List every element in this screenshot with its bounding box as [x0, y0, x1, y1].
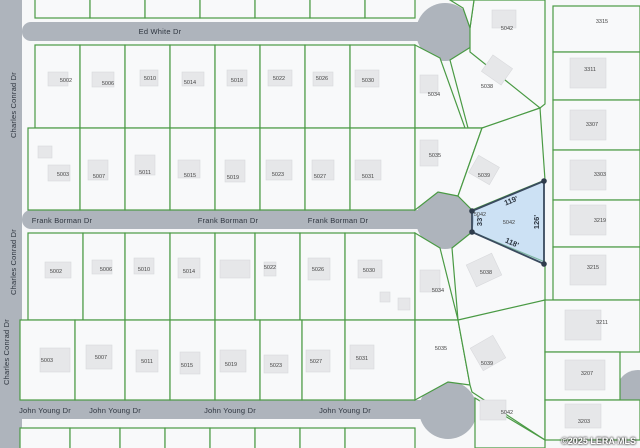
lot-number: 5034 — [432, 288, 444, 294]
lot-number: 5030 — [363, 268, 375, 274]
subject-lot-number: 5042 — [503, 220, 515, 226]
lot-row-0 — [34, 0, 416, 19]
lot-number: 3215 — [587, 265, 599, 271]
street-label-john-young-1: John Young Dr — [19, 406, 71, 415]
lot-number: 5018 — [231, 78, 243, 84]
street-label-charles-conrad-2: Charles Conrad Dr — [9, 229, 18, 295]
lot-numbers: 5002 5006 5010 5014 5018 5022 5026 5030 … — [41, 19, 608, 425]
lot-number: 5023 — [272, 172, 284, 178]
lot-number: 5015 — [184, 173, 196, 179]
lot-number: 5007 — [95, 355, 107, 361]
street-label-john-young-4: John Young Dr — [319, 406, 371, 415]
lot-number: 5042 — [501, 410, 513, 416]
dim-west: 33' — [475, 216, 484, 226]
mls-watermark: ©2025 LERA MLS — [561, 436, 636, 446]
lot-number: 5014 — [183, 269, 195, 275]
lot-row-2 — [27, 127, 416, 211]
lot-number: 5006 — [102, 81, 114, 87]
parcel-vertex-nw[interactable] — [469, 208, 475, 214]
lot-number: 5038 — [480, 270, 492, 276]
lot-row-4 — [19, 319, 416, 401]
lot-number: 3307 — [586, 122, 598, 128]
parcel-vertex-ne[interactable] — [541, 178, 547, 184]
street-label-frank-borman-3: Frank Borman Dr — [308, 216, 369, 225]
lot-number: 5027 — [310, 359, 322, 365]
cul-de-sac-north — [416, 3, 474, 61]
frank-borman-road — [22, 210, 452, 229]
street-label-john-young-2: John Young Dr — [89, 406, 141, 415]
lot-number: 5042 — [474, 212, 486, 218]
lot-number: 5038 — [481, 84, 493, 90]
lot-number: 5002 — [60, 78, 72, 84]
lot-number: 5003 — [41, 358, 53, 364]
lot-number: 3219 — [594, 218, 606, 224]
lot-number: 5006 — [100, 267, 112, 273]
lot-row-3 — [27, 232, 416, 321]
lot-number: 3207 — [581, 371, 593, 377]
lot-number: 5035 — [435, 346, 447, 352]
east-column-lots — [544, 5, 640, 441]
john-young-road — [0, 400, 452, 419]
lot-number: 5010 — [144, 76, 156, 82]
lot-number: 5035 — [429, 153, 441, 159]
street-label-ed-white: Ed White Dr — [139, 27, 182, 36]
lot-number: 3203 — [578, 419, 590, 425]
lot-number: 5022 — [273, 76, 285, 82]
lot-number: 5019 — [227, 175, 239, 181]
lot-number: 5022 — [264, 265, 276, 271]
lot-number: 5042 — [501, 26, 513, 32]
street-label-john-young-3: John Young Dr — [204, 406, 256, 415]
lot-number: 5019 — [225, 362, 237, 368]
street-label-charles-conrad-3: Charles Conrad Dr — [2, 319, 11, 385]
street-labels: Ed White Dr Frank Borman Dr Frank Borman… — [2, 27, 371, 415]
lot-number: 5039 — [481, 361, 493, 367]
lot-row-1 — [34, 44, 416, 129]
lot-number: 5026 — [316, 76, 328, 82]
lot-number: 5003 — [57, 172, 69, 178]
lot-number: 5002 — [50, 269, 62, 275]
street-label-frank-borman-2: Frank Borman Dr — [198, 216, 259, 225]
lot-number: 5030 — [362, 78, 374, 84]
lot-number: 5034 — [428, 92, 440, 98]
street-label-charles-conrad-1: Charles Conrad Dr — [9, 72, 18, 138]
parcel-vertex-se[interactable] — [541, 261, 547, 267]
parcel-vertex-sw[interactable] — [469, 229, 475, 235]
lot-number: 5010 — [138, 267, 150, 273]
ed-white-road — [22, 22, 452, 41]
lot-number: 5039 — [478, 173, 490, 179]
cul-de-sac-mid-north-lots — [414, 107, 546, 212]
lot-number: 5014 — [184, 80, 196, 86]
lot-number: 3315 — [596, 19, 608, 25]
lot-number: 5011 — [141, 359, 153, 365]
cul-de-sac-middle — [416, 191, 474, 249]
lot-number: 3303 — [594, 172, 606, 178]
lot-number: 3311 — [584, 67, 596, 73]
lot-number: 5026 — [312, 267, 324, 273]
lot-number: 5031 — [362, 174, 374, 180]
lot-row-5 — [19, 427, 416, 448]
lot-number: 5015 — [181, 363, 193, 369]
dim-east: 126' — [532, 215, 541, 230]
lot-number: 5031 — [356, 356, 368, 362]
lot-number: 3211 — [596, 320, 608, 326]
lot-number: 5011 — [139, 170, 151, 176]
street-label-frank-borman-1: Frank Borman Dr — [32, 216, 93, 225]
lot-number: 5023 — [270, 363, 282, 369]
cul-de-sac-south-lots — [414, 299, 546, 448]
charles-conrad-road — [0, 0, 22, 448]
subject-parcel[interactable]: 5042 119' 126' 118' 33' — [469, 178, 547, 267]
cul-de-sac-south — [419, 381, 477, 439]
lot-number: 5007 — [93, 174, 105, 180]
lot-number: 5027 — [314, 174, 326, 180]
